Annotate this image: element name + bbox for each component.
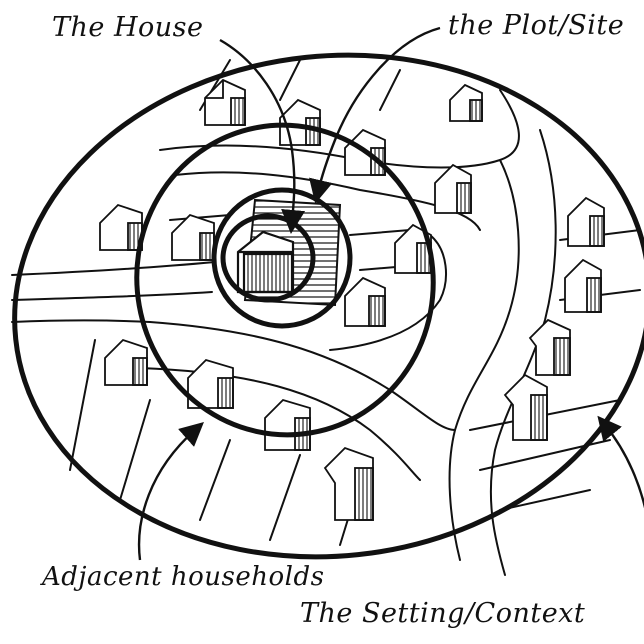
label-plot-site: the Plot/Site [448,10,624,41]
house-icon [435,165,471,213]
house-icon [565,260,601,312]
house-icon [100,205,142,250]
label-setting-context: The Setting/Context [300,598,585,629]
house-icon [172,215,214,260]
arrow-adjacent [139,430,195,560]
label-adjacent-households: Adjacent households [42,562,324,592]
house-icon [105,340,147,385]
houses [100,80,604,520]
house-icon [345,278,385,326]
house-icon [568,198,604,246]
house-icon [530,320,570,375]
house-icon [265,400,310,450]
focal-house-icon [238,232,293,292]
house-icon [205,80,245,125]
house-icon [505,375,547,440]
label-the-house: The House [52,12,203,43]
house-icon [450,85,482,121]
arrow-setting [605,425,644,610]
house-icon [325,448,373,520]
